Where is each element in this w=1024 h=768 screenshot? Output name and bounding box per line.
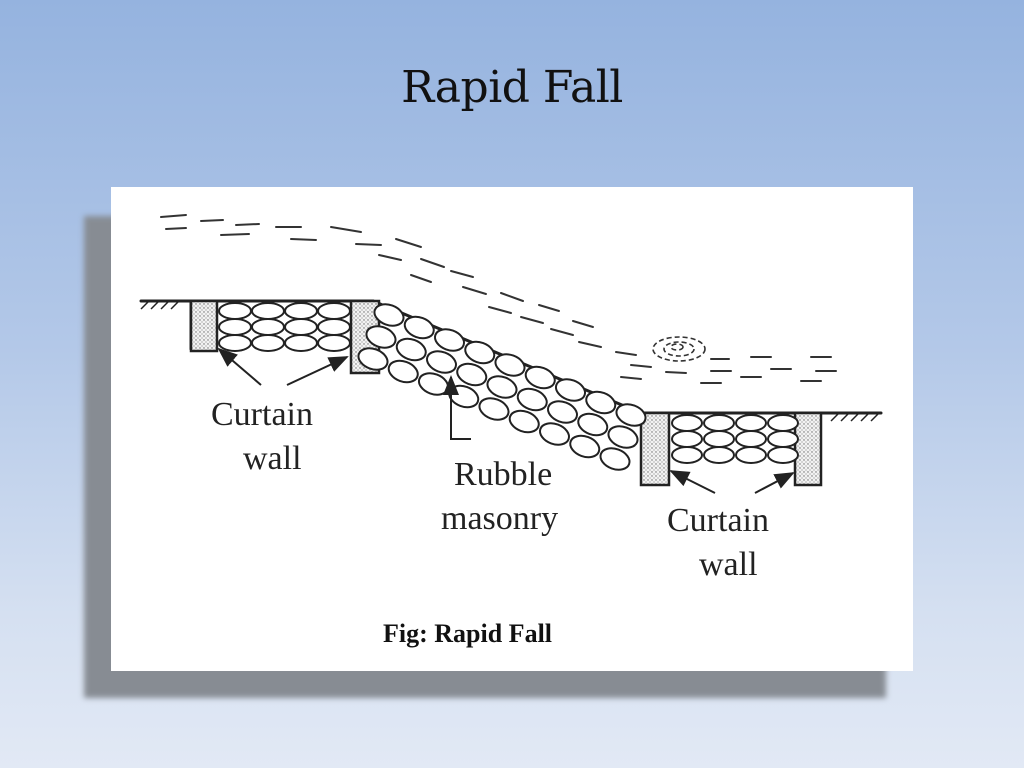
label-rubble-masonry-line2: masonry (441, 500, 558, 537)
downstream-curtain-wall-right (793, 411, 823, 487)
label-curtain-wall-left-line1: Curtain (211, 396, 313, 433)
rubble-stone (735, 446, 767, 464)
rubble-stone (703, 430, 735, 448)
rubble-stone (569, 434, 601, 459)
rubble-stone (486, 375, 518, 399)
rubble-masonry-stones (218, 302, 799, 471)
water-flow-lines (160, 214, 837, 384)
rubble-stone (464, 340, 496, 365)
upstream-curtain-wall-left (189, 299, 219, 353)
rubble-stone (671, 430, 703, 448)
ground-hatching (140, 300, 880, 422)
rubble-stone (607, 425, 639, 449)
rubble-stone (284, 334, 318, 352)
rubble-stone (417, 372, 450, 396)
rubble-stone (373, 303, 405, 327)
rubble-stone (615, 403, 647, 427)
hydraulic-jump-swirl (652, 336, 706, 362)
rubble-stone (403, 315, 435, 340)
rubble-stone (735, 430, 767, 448)
label-curtain-wall-right-line1: Curtain (667, 502, 769, 539)
rubble-stone (317, 334, 351, 352)
rubble-stone (251, 334, 285, 352)
rubble-stone (365, 325, 397, 349)
rubble-stone (317, 318, 351, 336)
rubble-stone (524, 365, 556, 390)
rubble-stone (703, 446, 735, 464)
rubble-stone (538, 422, 571, 446)
rubble-stone (251, 318, 285, 336)
rubble-stone (735, 414, 767, 432)
label-arrows (217, 347, 795, 494)
rubble-stone (317, 302, 351, 320)
rubble-stone (284, 318, 318, 336)
rubble-stone (387, 359, 419, 384)
rubble-stone (577, 412, 609, 437)
label-rubble-masonry-line1: Rubble (454, 456, 552, 493)
rubble-stone (494, 353, 526, 377)
rubble-stone (516, 387, 548, 412)
rubble-stone (395, 337, 427, 362)
rubble-stone (456, 362, 488, 387)
rubble-stone (599, 447, 631, 471)
rubble-stone (767, 414, 799, 432)
rapid-fall-diagram: Curtain wall Rubble masonry Curtain wall… (139, 214, 883, 648)
rubble-stone (508, 409, 540, 434)
rubble-stone (585, 390, 617, 415)
rubble-stone (218, 302, 252, 320)
rubble-stone (251, 302, 285, 320)
rubble-stone (767, 446, 799, 464)
downstream-curtain-wall-left (639, 411, 671, 487)
figure-panel: Curtain wall Rubble masonry Curtain wall… (111, 187, 913, 671)
slide-title: Rapid Fall (401, 62, 623, 113)
rubble-stone (703, 414, 735, 432)
rubble-stone (357, 347, 389, 371)
rubble-stone (218, 334, 252, 352)
rubble-stone (671, 446, 703, 464)
rubble-stone (546, 400, 579, 424)
rubble-stone (767, 430, 799, 448)
rubble-stone (671, 414, 703, 432)
rubble-stone (284, 302, 318, 320)
rubble-stone (554, 378, 587, 402)
label-curtain-wall-left-line2: wall (243, 440, 302, 477)
rubble-stone (478, 397, 510, 421)
rubble-stone (425, 350, 458, 374)
label-curtain-wall-right-line2: wall (699, 546, 758, 583)
figure-caption: Fig: Rapid Fall (383, 619, 552, 648)
rubble-stone (218, 318, 252, 336)
rubble-stone (433, 328, 466, 352)
